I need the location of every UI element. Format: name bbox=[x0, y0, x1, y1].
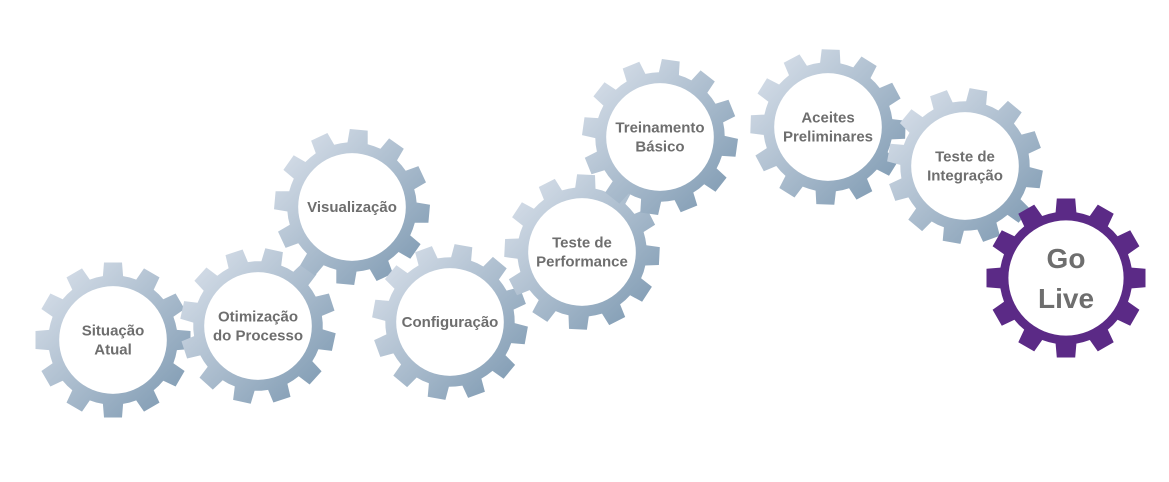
gear-label: Situação bbox=[82, 323, 145, 340]
gear-label: Otimização bbox=[218, 309, 298, 326]
gear-center bbox=[528, 198, 636, 306]
gear-label: Treinamento bbox=[615, 120, 704, 137]
gear-step: Teste de Integração bbox=[887, 88, 1043, 244]
gear-label: Live bbox=[1038, 283, 1094, 314]
gear-center bbox=[606, 83, 714, 191]
gear-center bbox=[59, 286, 167, 394]
gear-label: Configuração bbox=[402, 314, 499, 331]
gear-center bbox=[396, 268, 504, 376]
gear-label: Visualização bbox=[307, 199, 397, 216]
gear-label: Aceites bbox=[801, 110, 854, 127]
gear-label: Teste de bbox=[935, 149, 995, 166]
gear-step: Teste de Performance bbox=[504, 174, 660, 330]
gear-label: Teste de bbox=[552, 235, 612, 252]
gear-label: Performance bbox=[536, 254, 628, 271]
gear-label: do Processo bbox=[213, 328, 303, 345]
gear-center bbox=[1008, 220, 1124, 336]
gear-center bbox=[298, 153, 406, 261]
gear-label: Integração bbox=[927, 168, 1003, 185]
gear-step: Configuração bbox=[372, 244, 528, 400]
gear-label: Atual bbox=[94, 342, 132, 359]
gear-label: Básico bbox=[635, 139, 684, 156]
gear-label: Preliminares bbox=[783, 129, 873, 146]
gear-step: Otimização do Processo bbox=[180, 248, 336, 404]
gear-center bbox=[774, 73, 882, 181]
gear-center bbox=[204, 272, 312, 380]
gear-step: Visualização bbox=[274, 129, 430, 285]
gear-center bbox=[911, 112, 1019, 220]
gear-label: Go bbox=[1047, 243, 1086, 274]
